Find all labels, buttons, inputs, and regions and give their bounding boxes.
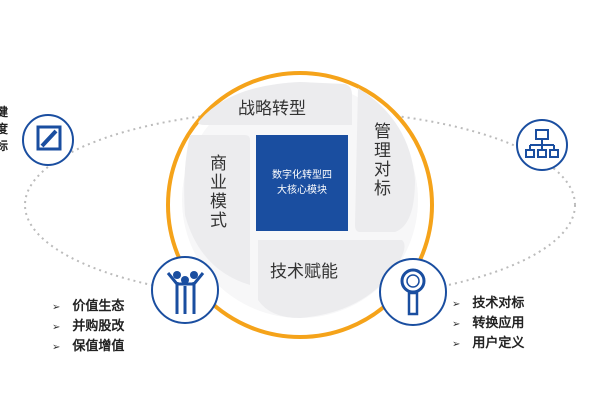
segment-top-shape xyxy=(198,82,352,125)
magnifier-icon xyxy=(379,258,447,326)
segment-right-label: 管理对标 xyxy=(370,122,390,198)
list-item: ➢转换应用 xyxy=(452,316,525,331)
list-item: ➢并购股改 xyxy=(52,319,125,334)
list-item: ➢价值生态 xyxy=(52,299,125,314)
center-module: 数字化转型四大核心模块 xyxy=(256,135,348,231)
list-item: ➢技术对标 xyxy=(452,296,525,311)
segment-top-label: 战略转型 xyxy=(238,99,306,119)
segment-left-label: 商业模式 xyxy=(206,154,226,230)
org-chart-icon xyxy=(516,119,568,171)
list-item: ➢保值增值 xyxy=(52,339,125,354)
right-list: ➢技术对标 ➢转换应用 ➢用户定义 xyxy=(452,294,524,354)
left-edge-text: 健度标 xyxy=(0,105,9,153)
segment-bottom-shape xyxy=(258,240,405,318)
segment-left-shape xyxy=(184,135,250,285)
left-list: ➢价值生态 ➢并购股改 ➢保值增值 xyxy=(52,297,124,357)
edit-icon xyxy=(22,114,74,166)
list-item: ➢用户定义 xyxy=(452,336,525,351)
people-icon xyxy=(151,256,219,324)
segment-bottom-label: 技术赋能 xyxy=(270,262,338,282)
segment-right-shape xyxy=(355,88,415,232)
